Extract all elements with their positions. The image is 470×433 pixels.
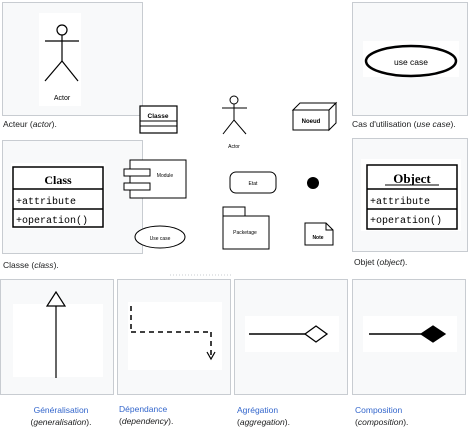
composition-thumbnail[interactable] <box>352 279 466 395</box>
aggregation-thumbnail[interactable] <box>234 279 348 395</box>
object-thumbnail[interactable]: Object +attribute +operation() <box>352 138 468 252</box>
generalisation-arrow <box>45 290 67 378</box>
usecase-label: use case <box>394 57 428 67</box>
caption-acteur: Acteur (actor). <box>3 119 57 129</box>
caption-agregation: Agrégation (aggregation). <box>237 405 290 427</box>
dependance-link[interactable]: Dépendance <box>119 404 168 414</box>
center-classe: Classe <box>139 105 178 134</box>
caption-composition: Composition (composition). <box>355 405 409 427</box>
class-name: Class <box>44 173 72 187</box>
class-figure: Class +attribute +operation() <box>12 166 104 228</box>
generalisation-link[interactable]: Généralisation <box>33 405 89 415</box>
actor-thumbnail[interactable]: Actor <box>2 2 143 116</box>
usecase-figure: use case <box>364 44 458 78</box>
svg-text:Note: Note <box>312 235 323 241</box>
svg-text:Actor: Actor <box>228 144 240 150</box>
center-noeud: Noeud <box>291 101 338 132</box>
svg-text:Packetage: Packetage <box>233 230 257 236</box>
usecase-thumbnail[interactable]: use case <box>352 2 468 116</box>
object-attribute: +attribute <box>370 196 430 208</box>
generalisation-thumbnail[interactable] <box>0 279 114 395</box>
composition-link[interactable]: Composition <box>355 405 403 415</box>
agregation-link[interactable]: Agrégation <box>237 405 279 415</box>
svg-text:Etat: Etat <box>249 181 259 187</box>
svg-text:Classe: Classe <box>148 113 169 120</box>
object-operation: +operation() <box>370 215 442 227</box>
svg-text:Use case: Use case <box>150 236 171 242</box>
class-thumbnail[interactable]: Class +attribute +operation() <box>2 140 143 254</box>
aggregation-arrow <box>249 325 329 343</box>
center-packetage: Packetage <box>222 206 270 250</box>
class-attribute: +attribute <box>16 196 76 208</box>
center-initial-state <box>307 177 319 189</box>
caption-classe: Classe (class). <box>3 260 59 270</box>
caption-cas: Cas d'utilisation (use case). <box>352 119 456 129</box>
object-figure: Object +attribute +operation() <box>366 164 458 230</box>
dependency-arrow <box>130 306 216 361</box>
dependency-thumbnail[interactable] <box>117 279 231 395</box>
composition-arrow <box>369 325 447 343</box>
center-actor: Actor <box>222 95 247 150</box>
actor-figure: Actor <box>44 24 79 102</box>
caption-objet: Objet (object). <box>354 257 408 267</box>
center-note: Note <box>304 222 334 246</box>
object-name: Object <box>393 171 431 186</box>
center-etat: Etat <box>229 171 277 194</box>
class-operation: +operation() <box>16 215 88 227</box>
svg-text:Module: Module <box>157 173 174 179</box>
actor-label: Actor <box>54 95 71 102</box>
caption-dependance: Dépendance (dependency). <box>119 404 174 426</box>
caption-generalisation: Généralisation (generalisation). <box>30 405 92 427</box>
svg-text:Noeud: Noeud <box>302 119 321 125</box>
